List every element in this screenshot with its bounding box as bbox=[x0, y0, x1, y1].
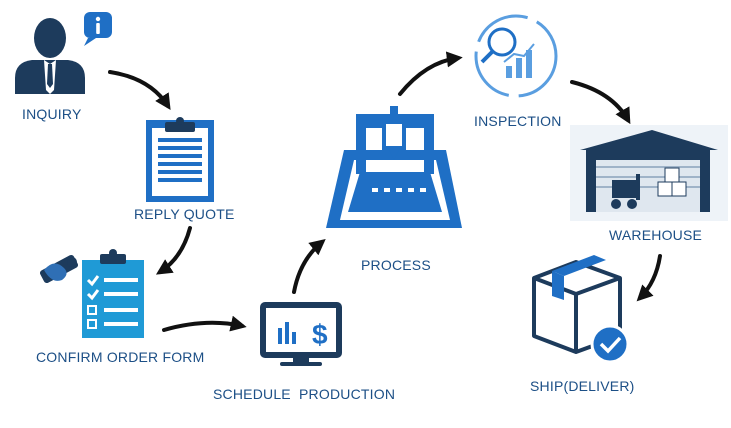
checklist-handshake-icon bbox=[39, 249, 144, 338]
arrow-schedule-to-process bbox=[292, 238, 326, 294]
arrow-confirm-to-schedule bbox=[162, 315, 247, 332]
cnc-machine-icon bbox=[326, 106, 462, 228]
arrow-quote-to-confirm bbox=[155, 226, 192, 275]
arrow-inquiry-to-quote bbox=[108, 70, 171, 111]
inspection-label: INSPECTION bbox=[474, 113, 562, 129]
process-label: PROCESS bbox=[361, 257, 431, 273]
svg-text:$: $ bbox=[312, 319, 328, 350]
person-info-icon bbox=[15, 12, 112, 94]
arrow-inspection-to-warehouse bbox=[570, 80, 631, 125]
box-check-icon bbox=[532, 255, 630, 364]
reply-quote-label: REPLY QUOTE bbox=[134, 206, 235, 222]
ship-deliver-label: SHIP(DELIVER) bbox=[530, 378, 635, 394]
schedule-production-label: SCHEDULE PRODUCTION bbox=[213, 386, 396, 402]
arrow-warehouse-to-ship bbox=[636, 254, 662, 302]
inquiry-label: INQUIRY bbox=[22, 106, 82, 122]
warehouse-label: WAREHOUSE bbox=[609, 227, 703, 243]
monitor-chart-dollar-icon: $ bbox=[260, 302, 342, 366]
clipboard-icon bbox=[146, 117, 214, 202]
warehouse-forklift-icon bbox=[570, 125, 728, 221]
arrow-process-to-inspection bbox=[398, 51, 463, 96]
confirm-order-form-label: CONFIRM ORDER FORM bbox=[36, 349, 205, 365]
magnifier-bar-chart-icon bbox=[474, 14, 558, 98]
